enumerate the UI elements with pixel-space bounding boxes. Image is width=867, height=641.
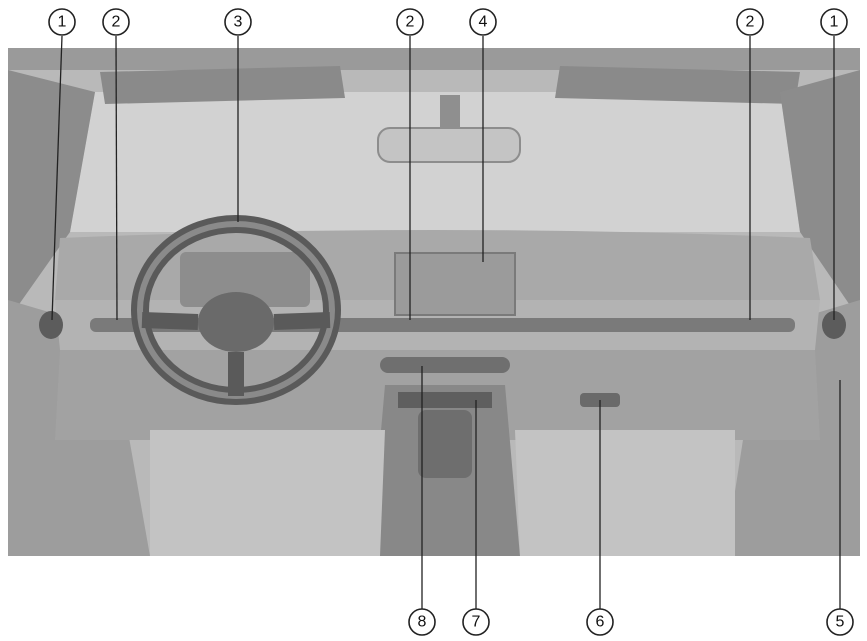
steering-wheel-icon <box>131 215 341 405</box>
air-vent-icon <box>39 311 63 339</box>
climate-controls <box>398 392 492 408</box>
a-pillar-right <box>780 70 860 320</box>
display-screen-icon <box>394 252 516 316</box>
callout-number: 2 <box>746 14 755 31</box>
control-panel-strip <box>380 357 510 373</box>
gear-selector-icon <box>418 410 472 478</box>
callout-circle <box>462 608 490 636</box>
sun-visor-left <box>100 66 345 104</box>
a-pillar-left <box>8 70 95 320</box>
callout-number: 3 <box>234 14 243 31</box>
callout-circle <box>224 8 252 36</box>
callout-circle <box>826 608 854 636</box>
callout-circle <box>396 8 424 36</box>
callout-number: 6 <box>596 614 605 631</box>
driver-seat-area <box>150 430 385 556</box>
callout-circle <box>408 608 436 636</box>
callout-circle <box>586 608 614 636</box>
instrument-cluster <box>180 252 310 307</box>
interior-illustration <box>8 48 860 556</box>
callout-number: 4 <box>479 14 488 31</box>
callout-markers: 1 2 3 2 4 2 1 8 7 6 5 <box>48 8 854 636</box>
callout-circle <box>469 8 497 36</box>
leader-1-left <box>51 35 63 321</box>
leader-2-left <box>115 35 118 321</box>
air-vent-icon <box>822 311 846 339</box>
callout-circle <box>820 8 848 36</box>
callout-number: 7 <box>472 614 481 631</box>
passenger-seat-area <box>515 430 735 556</box>
sun-visor-right <box>555 66 800 104</box>
callout-number: 1 <box>830 14 839 31</box>
callout-number: 5 <box>836 614 845 631</box>
leader-lines <box>51 35 841 611</box>
rearview-mirror <box>377 127 521 163</box>
callout-circle <box>736 8 764 36</box>
callout-number: 8 <box>418 614 427 631</box>
callout-number: 1 <box>58 14 67 31</box>
callout-number: 2 <box>406 14 415 31</box>
callout-circle <box>102 8 130 36</box>
callout-number: 2 <box>112 14 121 31</box>
callout-circle <box>48 8 76 36</box>
